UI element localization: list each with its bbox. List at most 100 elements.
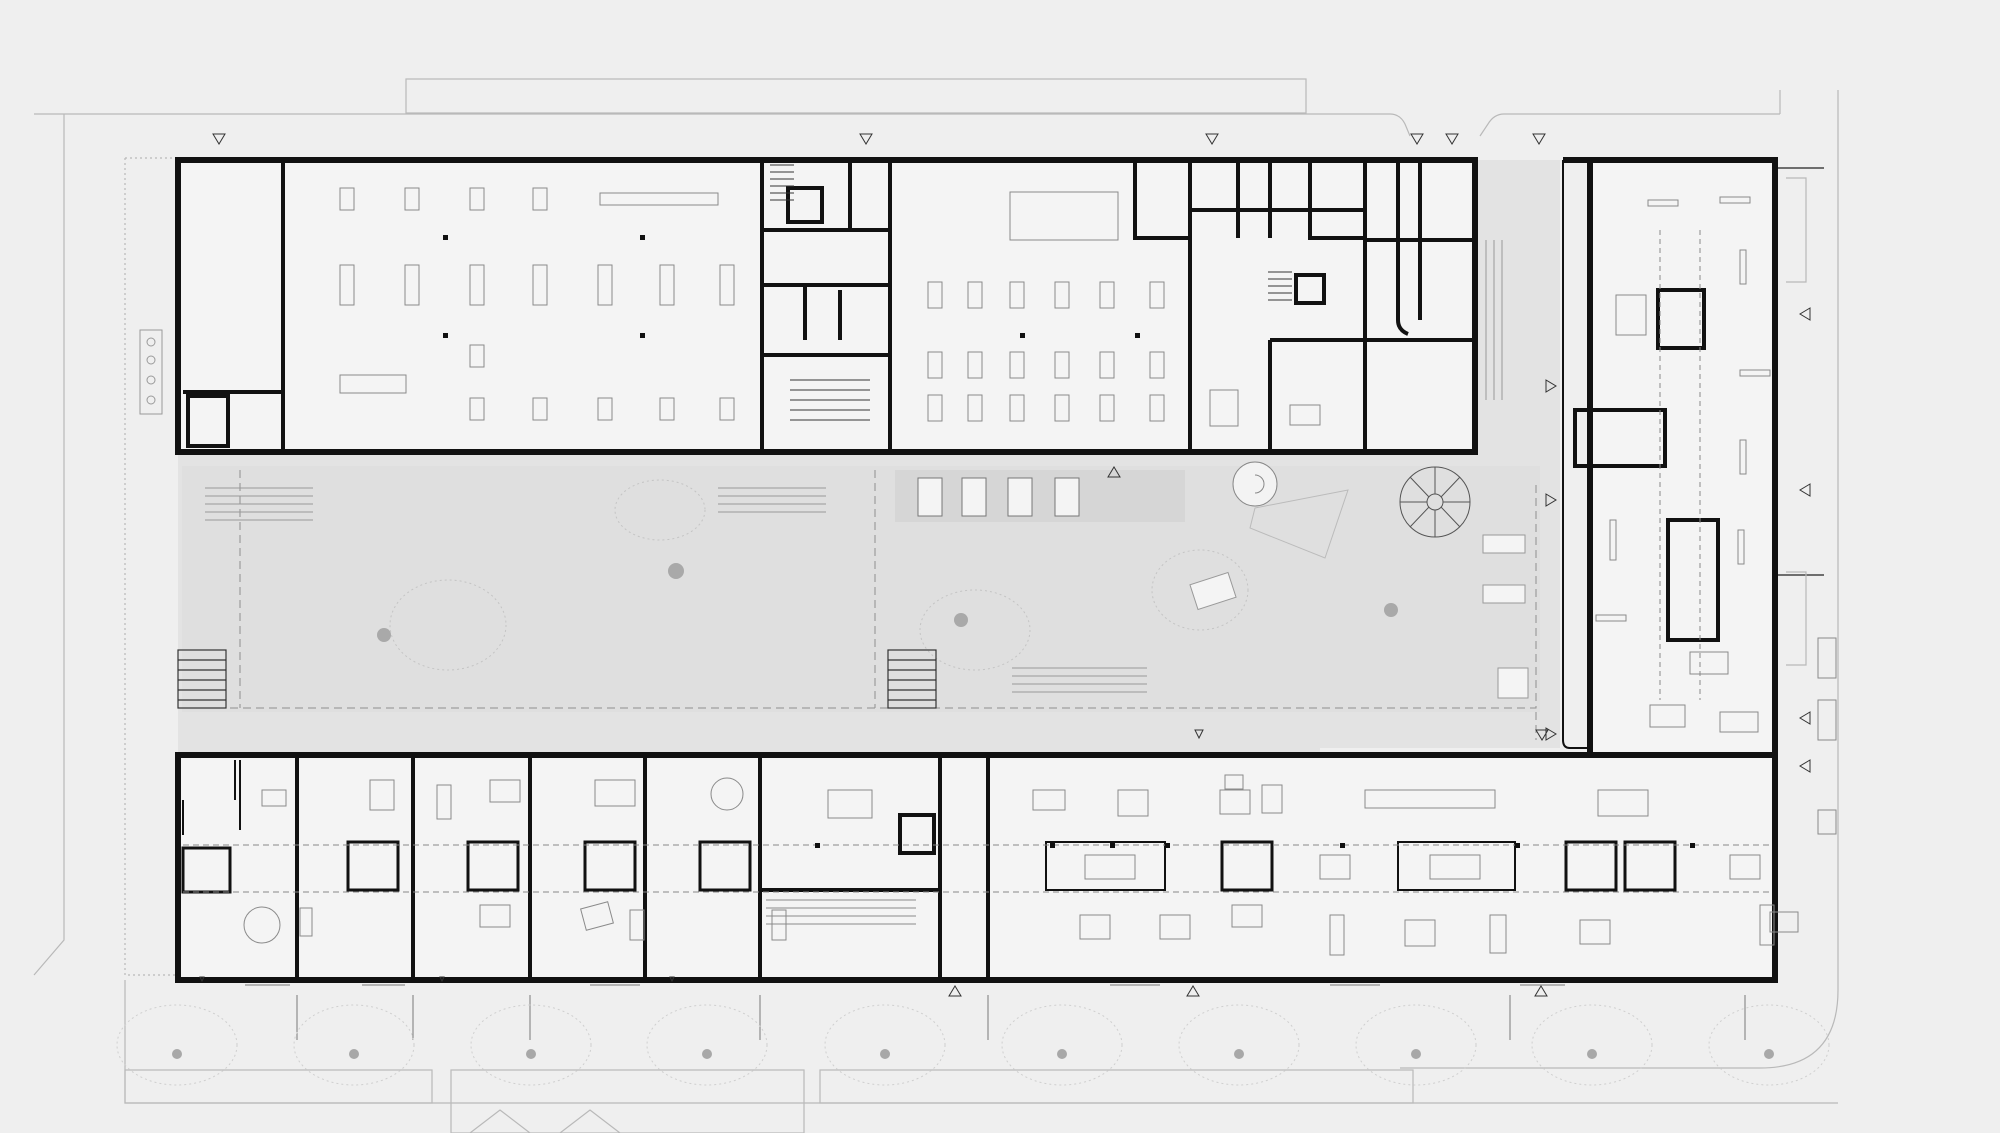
table xyxy=(1261,784,1283,814)
north-windows xyxy=(240,157,1094,455)
stair xyxy=(887,649,937,709)
canopy xyxy=(1151,549,1249,631)
canopy xyxy=(1708,1004,1830,1086)
canopy xyxy=(1178,1004,1300,1086)
desk xyxy=(1579,919,1611,945)
entry-triangle xyxy=(1535,729,1549,741)
table xyxy=(532,397,548,421)
window-pier xyxy=(1700,977,1714,983)
table xyxy=(927,281,943,309)
site-context xyxy=(33,78,1839,1133)
entry-triangle xyxy=(1799,483,1811,497)
window-pier xyxy=(300,157,314,163)
desk xyxy=(1759,904,1775,946)
entry-triangle xyxy=(1799,307,1811,321)
bench xyxy=(917,477,943,517)
street-trees xyxy=(172,1049,1774,1059)
window-pier xyxy=(1772,740,1778,754)
court-dashed-edge xyxy=(178,470,1537,740)
columns xyxy=(443,235,1140,338)
canopy xyxy=(470,1004,592,1086)
table xyxy=(469,397,485,421)
entry-triangle xyxy=(1799,711,1811,725)
bench xyxy=(1054,477,1080,517)
workshop-rack xyxy=(790,379,870,421)
window-pier xyxy=(1150,752,1164,758)
column xyxy=(1050,843,1055,848)
window-pier xyxy=(1040,977,1054,983)
window-pier xyxy=(1480,977,1494,983)
tree xyxy=(377,628,391,642)
window-pier xyxy=(1772,260,1778,274)
frontage-posts xyxy=(296,995,1746,1040)
desk xyxy=(261,789,287,807)
street-tree xyxy=(1411,1049,1421,1059)
table xyxy=(469,344,485,368)
table xyxy=(1149,394,1165,422)
entry-triangle xyxy=(1545,493,1557,507)
window-pier xyxy=(1772,500,1778,514)
divider xyxy=(182,760,1516,891)
south-neighbour-roof xyxy=(469,1109,621,1133)
paving-fan xyxy=(1249,489,1349,559)
south-wing xyxy=(175,752,1799,983)
shelf xyxy=(1739,369,1771,377)
wet-core xyxy=(698,840,752,892)
long-table xyxy=(599,192,719,206)
table xyxy=(967,281,983,309)
structural-core-1 xyxy=(1656,288,1706,350)
north-block xyxy=(175,157,1478,455)
table xyxy=(1009,351,1025,379)
canopy xyxy=(1355,1004,1477,1086)
window-pier xyxy=(630,449,644,455)
window-pier xyxy=(1587,230,1593,244)
desk xyxy=(1231,904,1263,928)
bike-rack-vertical xyxy=(1485,240,1503,400)
table xyxy=(1209,389,1239,427)
table xyxy=(597,397,613,421)
window-pier xyxy=(1772,380,1778,394)
table xyxy=(339,187,355,211)
entry-triangle xyxy=(859,133,873,145)
table xyxy=(469,187,485,211)
shelf xyxy=(1609,519,1617,561)
south-neighbour-2 xyxy=(450,1069,805,1133)
desk xyxy=(629,909,645,941)
table xyxy=(1084,854,1136,880)
column xyxy=(1515,843,1520,848)
bench xyxy=(961,477,987,517)
window-pier xyxy=(1060,449,1074,455)
desk xyxy=(489,779,521,803)
canopy xyxy=(389,579,507,671)
bike-wheel xyxy=(146,375,156,385)
column xyxy=(443,235,448,240)
stair-treads xyxy=(888,659,936,701)
sofa xyxy=(580,901,614,931)
south-cell-partitions xyxy=(295,755,990,980)
rack-lines xyxy=(766,899,916,925)
entry-triangle xyxy=(1534,985,1548,997)
desk xyxy=(299,907,313,937)
table xyxy=(339,374,407,394)
window-pier xyxy=(1260,977,1274,983)
bench xyxy=(1007,477,1033,517)
loungers xyxy=(1189,534,1529,699)
window-pier xyxy=(530,449,544,455)
window-pier xyxy=(1772,200,1778,214)
street-tree xyxy=(702,1049,712,1059)
desk xyxy=(771,909,787,941)
dashed-line xyxy=(183,844,1770,893)
south-room-dividers xyxy=(182,760,1516,891)
window-pier xyxy=(1590,977,1604,983)
window-pier xyxy=(690,977,704,983)
shelf xyxy=(1739,249,1747,285)
table xyxy=(532,187,548,211)
table xyxy=(1099,394,1115,422)
table xyxy=(719,264,735,306)
window-pier xyxy=(1260,752,1274,758)
entry-triangle xyxy=(1194,729,1204,740)
desk xyxy=(1079,914,1111,940)
north-neighbour-building xyxy=(405,78,1307,114)
window-pier xyxy=(1772,440,1778,454)
table xyxy=(1009,281,1025,309)
